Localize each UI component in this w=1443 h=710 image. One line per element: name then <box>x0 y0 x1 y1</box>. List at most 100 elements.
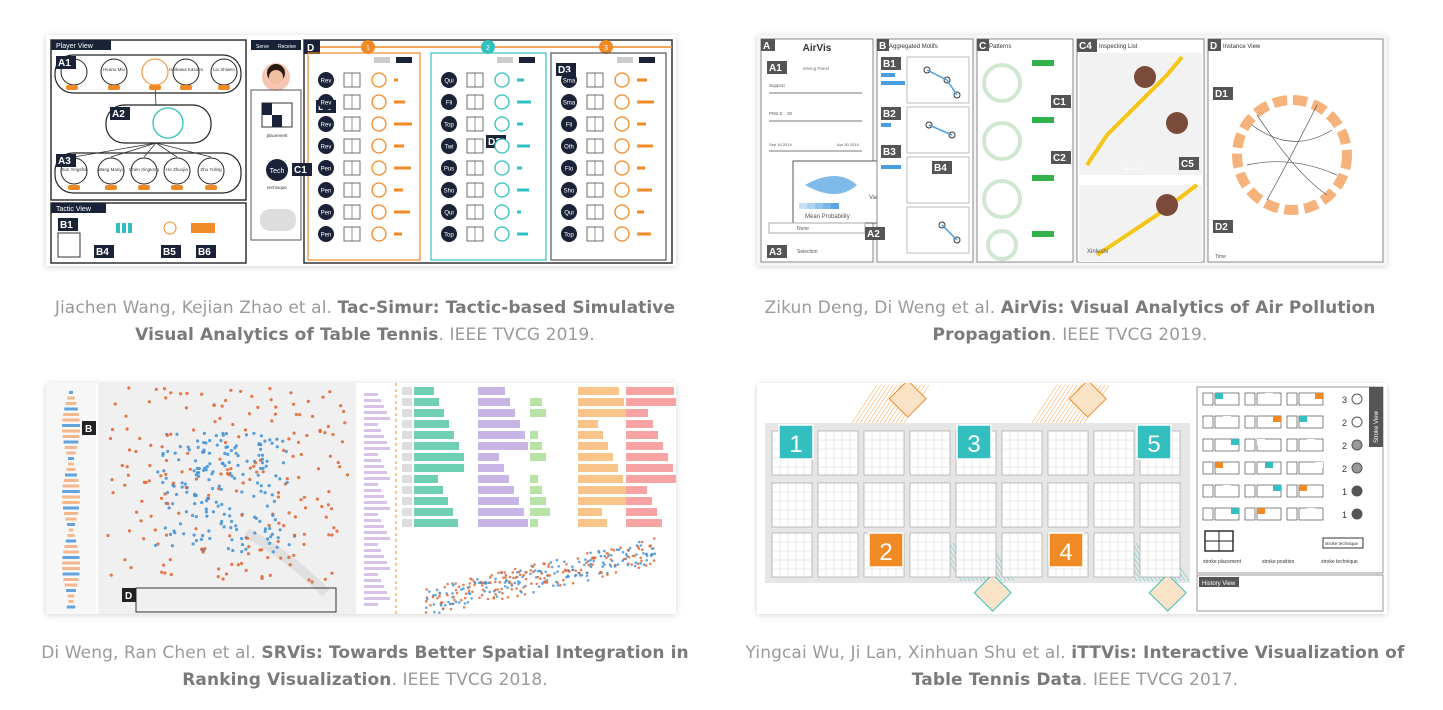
header-chip <box>396 57 412 63</box>
map-point <box>192 469 196 473</box>
paper-thumbnail[interactable]: Player View <box>46 35 676 266</box>
row-label <box>402 420 412 428</box>
map-point <box>278 477 282 481</box>
map-point <box>326 503 330 507</box>
ranking-bar <box>626 387 674 395</box>
rate-ring <box>494 182 510 198</box>
map-point <box>214 500 218 504</box>
map-point <box>275 437 279 441</box>
scatter-point <box>582 563 586 567</box>
ranking-bar <box>414 398 439 406</box>
scatter-point <box>579 574 582 577</box>
stroke-placement-label: stroke placement <box>1203 559 1242 565</box>
map-point <box>184 510 188 514</box>
paper-title-link[interactable]: SRVis: Towards Better Spatial Integratio… <box>182 643 689 690</box>
game-number: 1 <box>789 431 802 458</box>
map-point <box>207 493 211 497</box>
panel-label: B5 <box>163 247 176 258</box>
technique-node <box>318 204 334 220</box>
scatter-point <box>480 593 484 597</box>
map-point <box>241 481 245 485</box>
map-point <box>298 413 302 417</box>
rate-ring <box>614 204 630 220</box>
stroke-icon <box>1244 392 1256 406</box>
table-grid <box>909 532 951 578</box>
map-point <box>260 575 264 579</box>
scatter-point <box>576 557 580 560</box>
stroke-cell <box>1231 439 1239 445</box>
map-point <box>329 507 334 511</box>
scatter-point <box>517 570 521 574</box>
scatter-point <box>653 537 656 540</box>
scatter-point <box>477 581 481 585</box>
map-point <box>292 402 296 406</box>
histogram-bar <box>68 600 74 603</box>
paper-title-link[interactable]: Tac-Simur: Tactic-based Simulative Visua… <box>135 298 676 345</box>
map-point <box>277 491 281 495</box>
panel-label: B6 <box>198 247 211 258</box>
scatter-point <box>488 590 492 594</box>
paper-thumbnail[interactable]: AirVis Mining Panel Support PM2.5: 30 Se… <box>757 35 1387 266</box>
map-point <box>162 563 166 567</box>
map-point <box>277 521 281 525</box>
map-point <box>259 489 263 493</box>
scatter-point <box>614 571 618 574</box>
map-point <box>210 472 214 476</box>
map-point <box>259 447 263 451</box>
paper-thumbnail[interactable]: B D <box>46 383 676 614</box>
stroke-count: 2 <box>1342 464 1347 474</box>
stroke-cell <box>1307 439 1315 445</box>
scatter-point <box>578 560 581 564</box>
scatter-point <box>511 571 515 574</box>
ranking-bar <box>414 475 438 483</box>
scatter-point <box>492 597 496 600</box>
header-chip <box>374 57 390 63</box>
map-point <box>247 545 251 549</box>
map-point <box>196 445 200 449</box>
rate-bar <box>637 144 653 148</box>
panel-label: D1 <box>1215 89 1228 100</box>
scatter-point <box>555 580 558 584</box>
map-point <box>172 529 176 533</box>
table-grid <box>771 482 813 528</box>
panel-label: D3 <box>558 65 571 76</box>
paper-venue: IEEE TVCG 2018. <box>402 670 548 690</box>
scatter-point <box>513 581 516 585</box>
map-point <box>211 510 216 514</box>
map-point <box>223 440 228 445</box>
player-view-label: Player View <box>56 43 94 50</box>
ranking-bar <box>578 486 628 494</box>
map-point <box>154 387 158 391</box>
scatter-point <box>468 582 472 585</box>
scatter-point <box>524 584 527 588</box>
map-point <box>217 487 221 491</box>
rate-bar <box>637 78 647 82</box>
map-point <box>149 514 153 518</box>
scatter-point <box>483 590 487 593</box>
scatter-point <box>524 577 528 581</box>
mini-grid <box>888 383 927 418</box>
map-point <box>134 449 138 454</box>
scatter-point <box>557 565 560 568</box>
paper-title-link[interactable]: iTTVis: Interactive Visualization of Tab… <box>911 643 1405 690</box>
map-point <box>111 491 115 495</box>
history-view-button[interactable]: History View <box>1202 581 1236 587</box>
tactic-view-label: Tactic View <box>56 206 92 213</box>
map-point <box>120 463 124 468</box>
map-point <box>231 422 235 427</box>
scatter-point <box>517 582 520 586</box>
paper-title-link[interactable]: AirVis: Visual Analytics of Air Pollutio… <box>932 298 1376 345</box>
scatter-point <box>457 585 461 589</box>
map-point <box>268 526 272 531</box>
technique-label: Twi <box>445 145 454 151</box>
rate-ring <box>371 226 387 242</box>
rank-bar <box>364 519 381 522</box>
paper-authors: Di Weng, Ran Chen et al. <box>41 643 256 663</box>
technique-label: Pus <box>444 167 454 173</box>
game-number: 4 <box>1059 539 1072 566</box>
ranking-bar <box>530 508 550 516</box>
map-point <box>224 572 229 576</box>
rate-bar <box>517 78 524 82</box>
technique-label: Rev <box>321 101 332 107</box>
